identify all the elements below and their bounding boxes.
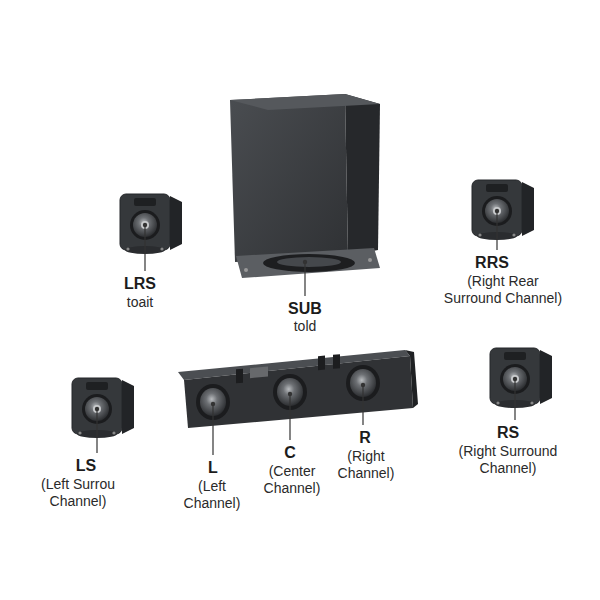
left-rear-surround-speaker bbox=[120, 194, 182, 254]
left-surround-speaker bbox=[72, 378, 134, 453]
part-caption: (Right Rear Surround Channel) bbox=[438, 273, 568, 307]
part-caption: (Left Channel) bbox=[177, 478, 247, 512]
right-surround-speaker bbox=[514, 379, 515, 420]
soundbar bbox=[362, 385, 363, 425]
right-surround-speaker bbox=[490, 348, 552, 420]
part-caption: (Right Channel) bbox=[331, 448, 401, 482]
left-surround-speaker bbox=[95, 407, 99, 411]
left-surround-speaker bbox=[72, 378, 134, 438]
left-rear-surround-speaker bbox=[120, 194, 182, 271]
subwoofer bbox=[230, 94, 380, 296]
subwoofer bbox=[244, 268, 248, 272]
part-caption: (Right Surround Channel) bbox=[443, 443, 573, 477]
soundbar bbox=[250, 367, 268, 379]
right-surround-speaker bbox=[513, 377, 517, 381]
right-surround-speaker bbox=[490, 348, 552, 408]
left-rear-surround-speaker bbox=[143, 223, 147, 227]
soundbar bbox=[236, 369, 243, 384]
soundbar bbox=[333, 354, 340, 369]
part-name: RRS bbox=[462, 254, 522, 271]
subwoofer bbox=[345, 94, 380, 256]
right-rear-surround-speaker bbox=[495, 209, 499, 213]
part-caption: (Center Channel) bbox=[255, 463, 330, 497]
soundbar bbox=[289, 394, 290, 440]
subwoofer bbox=[230, 94, 348, 262]
part-name: LRS bbox=[110, 275, 170, 292]
subwoofer bbox=[304, 262, 305, 296]
subwoofer bbox=[303, 260, 307, 264]
left-rear-surround-speaker bbox=[144, 225, 145, 271]
soundbar bbox=[318, 356, 325, 371]
subwoofer bbox=[230, 94, 380, 110]
left-surround-speaker bbox=[96, 409, 97, 453]
part-name: C bbox=[270, 444, 310, 461]
right-rear-surround-speaker bbox=[496, 211, 497, 250]
part-name: LS bbox=[61, 457, 111, 474]
soundbar bbox=[184, 356, 413, 428]
soundbar bbox=[288, 392, 292, 396]
part-name: L bbox=[193, 459, 233, 476]
soundbar bbox=[178, 350, 418, 455]
soundbar bbox=[361, 383, 365, 387]
subwoofer bbox=[368, 258, 372, 262]
subwoofer bbox=[263, 254, 355, 272]
soundbar bbox=[212, 404, 213, 455]
part-name: SUB bbox=[275, 300, 335, 317]
part-caption: (Left Surrou Channel) bbox=[28, 476, 128, 510]
part-name: R bbox=[345, 429, 385, 446]
soundbar bbox=[211, 402, 215, 406]
subwoofer bbox=[236, 248, 380, 278]
right-rear-surround-speaker bbox=[472, 180, 534, 240]
part-name: RS bbox=[478, 424, 538, 441]
right-rear-surround-speaker bbox=[472, 180, 534, 250]
part-caption: toait bbox=[110, 294, 170, 311]
part-caption: told bbox=[275, 318, 335, 335]
soundbar bbox=[405, 350, 418, 408]
subwoofer bbox=[277, 257, 341, 267]
